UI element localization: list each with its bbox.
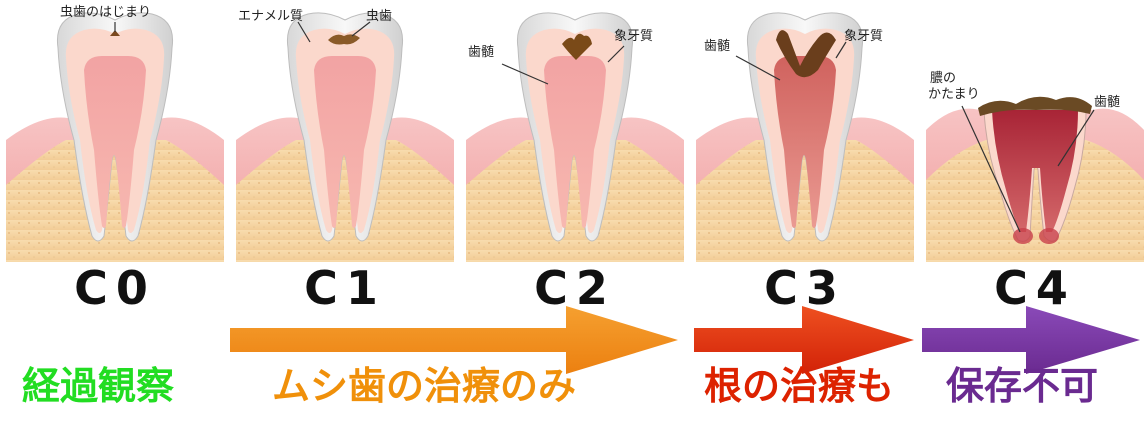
leader-line bbox=[351, 21, 371, 37]
stage-label-c0: C0 bbox=[74, 261, 156, 315]
arrow-not-preservable bbox=[922, 306, 1140, 374]
decay-cavity bbox=[776, 30, 836, 78]
annotation-dentin: 象牙質 bbox=[844, 29, 884, 44]
annotation-pulp: 歯髄 bbox=[468, 45, 495, 60]
category-cavity-treatment: ムシ歯の治療のみ bbox=[272, 364, 577, 408]
stage-panel-c0: 虫歯のはじまり bbox=[6, 0, 224, 262]
arrow-root-treatment bbox=[694, 306, 914, 374]
stage-panel-c1: エナメル質 虫歯 bbox=[236, 0, 454, 262]
stage-label-c4: C4 bbox=[994, 261, 1076, 315]
pulp bbox=[774, 56, 836, 228]
leader-line bbox=[501, 63, 549, 85]
leader-line bbox=[735, 55, 781, 81]
pulp bbox=[314, 56, 376, 228]
leader-line bbox=[607, 45, 625, 63]
tooth-illustration-c2 bbox=[466, 12, 684, 262]
annotation-dentin: 象牙質 bbox=[614, 29, 654, 44]
decay-spot bbox=[562, 33, 592, 60]
annotation-pulp: 歯髄 bbox=[1094, 95, 1121, 110]
stage-panel-c4: 膿の かたまり 歯髄 bbox=[926, 0, 1144, 262]
decay-spot bbox=[110, 30, 120, 36]
pulp bbox=[544, 56, 606, 228]
annotation-enamel: エナメル質 bbox=[238, 9, 304, 24]
annotation-pus-1: 膿の bbox=[930, 71, 957, 86]
category-root-treatment: 根の治療も bbox=[704, 364, 895, 408]
arrow-treatment-only bbox=[230, 306, 678, 374]
leader-line bbox=[961, 105, 1021, 233]
decay-spot bbox=[328, 34, 360, 45]
arrow-shape bbox=[694, 306, 914, 374]
annotation-caries: 虫歯 bbox=[366, 9, 393, 24]
tooth-illustration-c4 bbox=[926, 96, 1144, 262]
arrow-shape bbox=[922, 306, 1140, 374]
arrow-shape bbox=[230, 306, 678, 374]
annotation-caries-start: 虫歯のはじまり bbox=[60, 5, 152, 20]
stage-panel-c3: 歯髄 象牙質 bbox=[696, 0, 914, 262]
tooth-illustration-c1 bbox=[236, 12, 454, 262]
leader-line bbox=[1057, 109, 1095, 167]
stage-panel-c2: 歯髄 象牙質 bbox=[466, 0, 684, 262]
pus-mass bbox=[1013, 228, 1033, 244]
category-not-preservable: 保存不可 bbox=[946, 364, 1099, 408]
stage-label-c2: C2 bbox=[534, 261, 616, 315]
category-observation: 経過観察 bbox=[22, 364, 175, 408]
decay-remnant bbox=[978, 96, 1092, 116]
tooth-illustration-c3 bbox=[696, 12, 914, 262]
leader-line bbox=[297, 21, 311, 43]
annotation-pulp: 歯髄 bbox=[704, 39, 731, 54]
leader-line bbox=[835, 41, 847, 59]
stage-label-c3: C3 bbox=[764, 261, 846, 315]
annotation-pus-2: かたまり bbox=[928, 87, 980, 102]
pulp bbox=[84, 56, 146, 228]
stage-label-c1: C1 bbox=[304, 261, 386, 315]
pulp bbox=[992, 110, 1078, 232]
tooth-illustration-c0 bbox=[6, 12, 224, 262]
pus-mass bbox=[1039, 228, 1059, 244]
